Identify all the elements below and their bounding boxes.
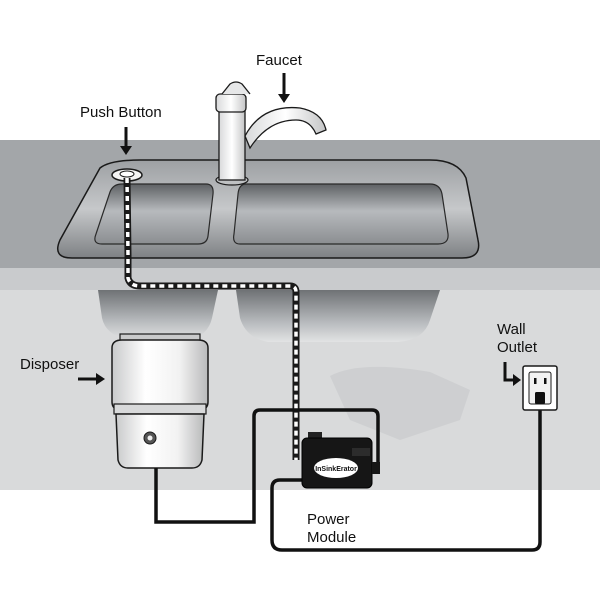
right-basin	[233, 183, 449, 245]
disposer-unit	[111, 333, 209, 469]
wall-outlet-arrow	[503, 362, 521, 386]
power-module-label-line2: Module	[307, 529, 357, 546]
push-button-label: Push Button	[80, 104, 162, 121]
module-brand-text: InSinkErator	[315, 466, 357, 473]
air-line	[125, 177, 298, 460]
faucet-arrow	[278, 73, 290, 103]
counter-edge	[0, 268, 600, 290]
push-button	[111, 168, 143, 182]
wall-outlet-label-line1: Wall	[497, 321, 526, 338]
disposer-arrow	[78, 373, 105, 385]
wall-outlet-label: Wall Outlet	[497, 321, 557, 357]
pipe-shadow	[330, 366, 470, 440]
faucet-label: Faucet	[256, 52, 302, 69]
left-bowl-underside	[98, 290, 218, 340]
plug	[535, 392, 545, 404]
wall-outlet-label-line2: Outlet	[497, 339, 538, 356]
disposer-power-cord	[154, 408, 380, 524]
power-module-label-line1: Power	[307, 511, 350, 528]
faucet	[215, 81, 327, 186]
right-bowl-underside	[236, 290, 440, 342]
push-button-arrow	[120, 127, 132, 155]
disposer-label: Disposer	[20, 356, 80, 373]
outlet-power-cord	[270, 402, 542, 552]
power-module-label: Power Module	[307, 511, 387, 547]
wall-outlet	[522, 365, 558, 411]
power-module: InSinkErator	[301, 432, 380, 489]
left-basin	[94, 183, 214, 245]
